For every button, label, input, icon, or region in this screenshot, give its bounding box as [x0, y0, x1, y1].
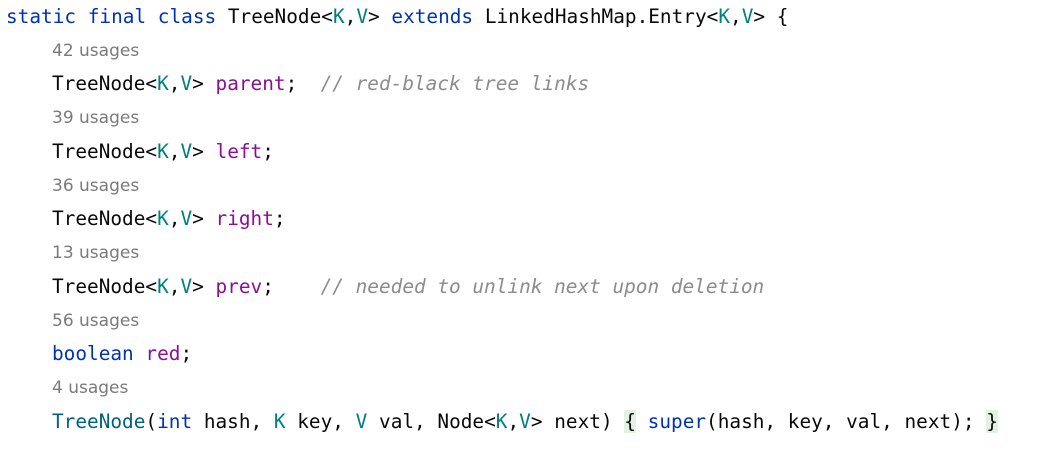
type-param-v: V — [356, 5, 369, 28]
generic-open: < — [706, 5, 719, 28]
code-line-field-red[interactable]: boolean red; — [52, 342, 193, 365]
generic-comma: , — [168, 275, 181, 298]
type-param-v: V — [180, 207, 193, 230]
keyword-extends: extends — [391, 5, 474, 28]
generic-open: < — [145, 207, 158, 230]
class-name: TreeNode — [227, 5, 322, 28]
code-line-field-right[interactable]: TreeNode<K,V> right; — [52, 207, 286, 230]
param-val-type: V — [355, 410, 368, 433]
generic-open: < — [145, 275, 158, 298]
type-param-v: V — [180, 72, 193, 95]
keyword-static: static — [6, 5, 77, 28]
code-line-field-left[interactable]: TreeNode<K,V> left; — [52, 140, 274, 163]
param-hash: hash — [203, 410, 251, 433]
param-key: key — [297, 410, 333, 433]
field-name-left: left — [215, 140, 263, 163]
usages-hint-prev[interactable]: 13 usages — [52, 243, 140, 263]
usages-hint-right[interactable]: 36 usages — [52, 176, 140, 196]
generic-close: > — [530, 410, 543, 433]
field-type: TreeNode — [52, 275, 146, 298]
param-node-type: Node — [437, 410, 485, 433]
keyword-boolean: boolean — [52, 342, 134, 365]
param-key-type: K — [273, 410, 286, 433]
generic-open: < — [145, 140, 158, 163]
param-next: next — [554, 410, 601, 433]
code-line-constructor[interactable]: TreeNode(int hash, K key, V val, Node<K,… — [52, 410, 998, 433]
generic-close: > — [368, 5, 380, 28]
class-open-brace: { — [776, 5, 789, 28]
field-name-parent: parent — [215, 72, 286, 95]
constructor-open-brace: { — [624, 410, 636, 433]
generic-close: > — [753, 5, 766, 28]
keyword-super: super — [647, 410, 707, 433]
field-name-red: red — [145, 342, 181, 365]
type-param-k: K — [332, 5, 345, 28]
type-param-k: K — [157, 207, 169, 230]
generic-open: < — [321, 5, 333, 28]
generic-comma: , — [344, 5, 357, 28]
comment-red-black: // red-black tree links — [320, 72, 590, 95]
constructor-name: TreeNode — [52, 410, 146, 433]
type-param-k: K — [718, 5, 730, 28]
type-param-k: K — [495, 410, 508, 433]
keyword-class: class — [157, 5, 217, 28]
code-line-class-declaration[interactable]: static final class TreeNode<K,V> extends… — [6, 4, 788, 30]
super-call-args: (hash, key, val, next); — [706, 410, 975, 433]
keyword-int: int — [157, 410, 193, 433]
generic-comma: , — [730, 5, 742, 28]
field-name-prev: prev — [215, 275, 263, 298]
keyword-final: final — [87, 5, 147, 28]
usages-hint-constructor[interactable]: 4 usages — [52, 378, 129, 398]
type-param-v: V — [180, 275, 193, 298]
generic-close: > — [192, 140, 204, 163]
type-param-v: V — [741, 5, 754, 28]
generic-close: > — [192, 207, 204, 230]
usages-hint-red[interactable]: 56 usages — [52, 311, 140, 331]
usages-hint-parent[interactable]: 42 usages — [52, 41, 140, 61]
constructor-close-brace: } — [986, 410, 998, 433]
generic-comma: , — [168, 140, 181, 163]
comment-unlink: // needed to unlink next upon deletion — [320, 275, 765, 298]
field-type: TreeNode — [52, 140, 146, 163]
code-line-field-prev[interactable]: TreeNode<K,V> prev; // needed to unlink … — [52, 275, 765, 298]
type-param-v: V — [180, 140, 193, 163]
field-type: TreeNode — [52, 207, 146, 230]
super-type: LinkedHashMap.Entry — [484, 5, 707, 28]
param-val: val — [379, 410, 415, 433]
type-param-k: K — [157, 140, 169, 163]
field-type: TreeNode — [52, 72, 146, 95]
type-param-k: K — [157, 72, 169, 95]
generic-comma: , — [507, 410, 520, 433]
generic-close: > — [192, 72, 204, 95]
generic-comma: , — [168, 207, 181, 230]
usages-hint-left[interactable]: 39 usages — [52, 108, 140, 128]
type-param-k: K — [157, 275, 169, 298]
type-param-v: V — [519, 410, 531, 433]
generic-comma: , — [168, 72, 181, 95]
generic-open: < — [145, 72, 158, 95]
code-line-field-parent[interactable]: TreeNode<K,V> parent; // red-black tree … — [52, 72, 590, 95]
generic-close: > — [192, 275, 204, 298]
field-name-right: right — [215, 207, 274, 230]
generic-open: < — [484, 410, 496, 433]
